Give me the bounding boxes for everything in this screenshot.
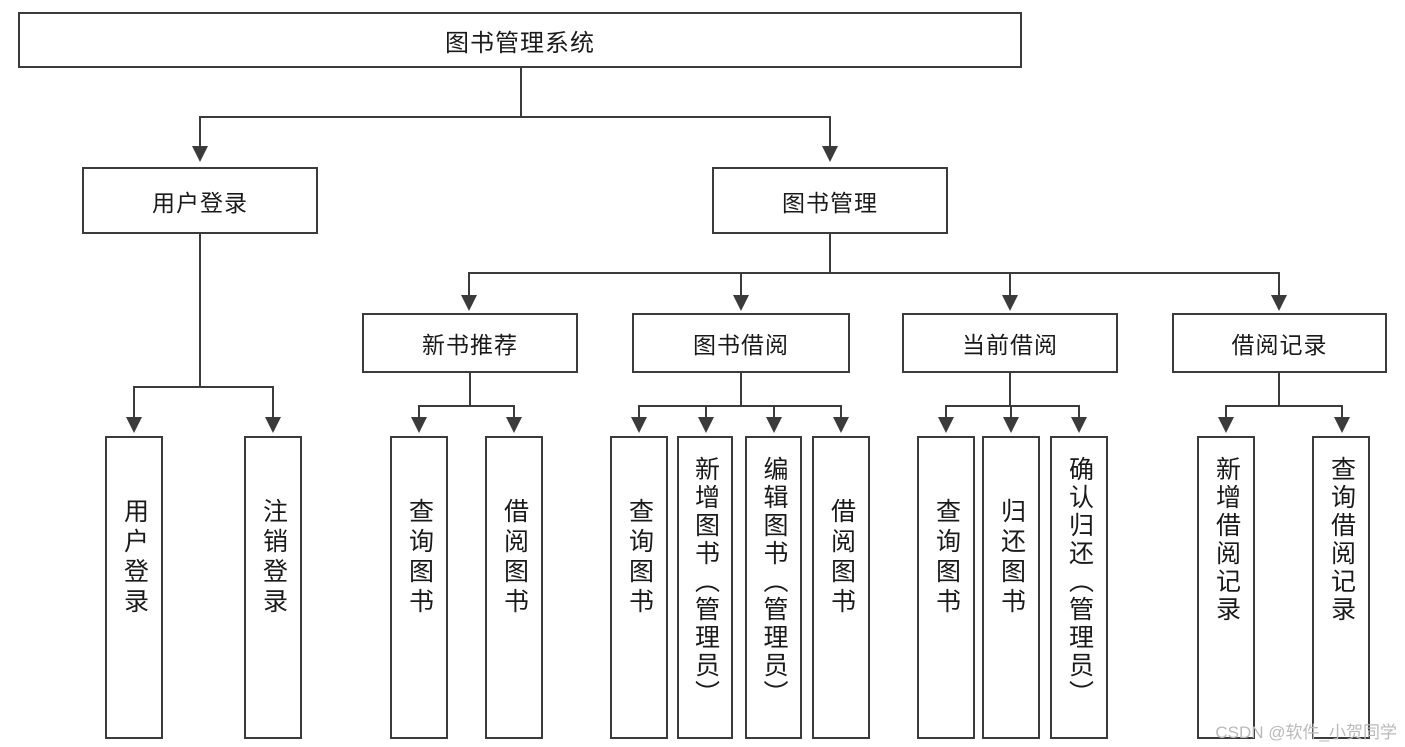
node-label: 借阅图书 bbox=[500, 498, 529, 618]
connector-drop-cb-leaf-3 bbox=[1078, 405, 1080, 419]
arrowhead-new-book bbox=[461, 295, 477, 311]
arrowhead-nb-leaf-2 bbox=[506, 417, 522, 433]
arrowhead-br-leaf-2 bbox=[1334, 417, 1350, 433]
node-label: 查询图书 bbox=[625, 498, 654, 618]
connector-drop-cb-leaf-2 bbox=[1010, 405, 1012, 419]
leaf-bb-add-book-admin[interactable]: 新增图书（管理员） bbox=[677, 436, 733, 739]
node-label: 新书推荐 bbox=[422, 332, 518, 358]
connector-drop-leaf-user-login bbox=[133, 386, 135, 419]
connector-level3-bus bbox=[468, 272, 1279, 274]
node-label: 新增借阅记录 bbox=[1212, 456, 1241, 624]
node-label: 用户登录 bbox=[152, 189, 248, 216]
leaf-logout[interactable]: 注销登录 bbox=[244, 436, 302, 739]
connector-drop-br-leaf-2 bbox=[1341, 405, 1343, 419]
arrowhead-leaf-logout bbox=[265, 417, 281, 433]
connector-user-login-bus bbox=[133, 386, 273, 388]
node-label: 归还图书 bbox=[997, 498, 1026, 618]
connector-drop-current-borrow bbox=[1009, 272, 1011, 297]
arrowhead-book-borrow bbox=[733, 295, 749, 311]
connector-drop-leaf-logout bbox=[272, 386, 274, 419]
leaf-cb-return-book[interactable]: 归还图书 bbox=[982, 436, 1040, 739]
node-label: 图书借阅 bbox=[693, 332, 789, 358]
arrowhead-leaf-user-login bbox=[126, 417, 142, 433]
leaf-bb-borrow-book[interactable]: 借阅图书 bbox=[812, 436, 870, 739]
arrowhead-user-login bbox=[192, 146, 208, 162]
connector-drop-br-leaf-1 bbox=[1225, 405, 1227, 419]
node-label: 用户登录 bbox=[120, 498, 149, 618]
node-label: 新增图书（管理员） bbox=[691, 456, 720, 708]
node-user-login[interactable]: 用户登录 bbox=[82, 167, 318, 234]
arrowhead-bb-leaf-2 bbox=[698, 417, 714, 433]
connector-drop-cb-leaf-1 bbox=[945, 405, 947, 419]
arrowhead-br-leaf-1 bbox=[1218, 417, 1234, 433]
leaf-user-login[interactable]: 用户登录 bbox=[105, 436, 163, 739]
leaf-br-add-record[interactable]: 新增借阅记录 bbox=[1197, 436, 1255, 739]
connector-book-borrow-bus bbox=[638, 405, 841, 407]
connector-drop-bb-leaf-4 bbox=[840, 405, 842, 419]
node-label: 借阅图书 bbox=[827, 498, 856, 618]
arrowhead-cb-leaf-2 bbox=[1003, 417, 1019, 433]
leaf-cb-query-book[interactable]: 查询图书 bbox=[917, 436, 975, 739]
connector-user-login-trunk bbox=[199, 234, 201, 387]
connector-drop-nb-leaf-1 bbox=[418, 405, 420, 419]
node-new-book-recommend[interactable]: 新书推荐 bbox=[362, 313, 578, 373]
node-book-borrow[interactable]: 图书借阅 bbox=[632, 313, 850, 373]
connector-drop-user-login bbox=[199, 116, 201, 148]
arrowhead-nb-leaf-1 bbox=[411, 417, 427, 433]
arrowhead-bb-leaf-4 bbox=[833, 417, 849, 433]
arrowhead-bb-leaf-1 bbox=[631, 417, 647, 433]
arrowhead-current-borrow bbox=[1002, 295, 1018, 311]
node-label: 当前借阅 bbox=[962, 332, 1058, 358]
node-borrow-record[interactable]: 借阅记录 bbox=[1172, 313, 1387, 373]
connector-current-borrow-bus bbox=[945, 405, 1079, 407]
connector-new-book-bus bbox=[418, 405, 514, 407]
arrowhead-borrow-record bbox=[1271, 295, 1287, 311]
node-label: 确认归还（管理员） bbox=[1065, 456, 1094, 708]
arrowhead-cb-leaf-3 bbox=[1071, 417, 1087, 433]
connector-drop-new-book bbox=[468, 272, 470, 297]
node-label: 查询借阅记录 bbox=[1327, 456, 1356, 624]
node-current-borrow[interactable]: 当前借阅 bbox=[902, 313, 1118, 373]
connector-borrow-record-trunk bbox=[1278, 373, 1280, 406]
connector-book-borrow-trunk bbox=[740, 373, 742, 406]
arrowhead-cb-leaf-1 bbox=[938, 417, 954, 433]
leaf-nb-query-book[interactable]: 查询图书 bbox=[390, 436, 448, 739]
node-label: 图书管理 bbox=[782, 189, 878, 216]
node-root-book-management-system[interactable]: 图书管理系统 bbox=[18, 12, 1022, 68]
connector-root-trunk bbox=[520, 68, 522, 117]
connector-drop-bb-leaf-1 bbox=[638, 405, 640, 419]
node-label: 查询图书 bbox=[932, 498, 961, 618]
node-label: 图书管理系统 bbox=[445, 29, 595, 57]
leaf-br-query-record[interactable]: 查询借阅记录 bbox=[1312, 436, 1370, 739]
connector-book-management-trunk bbox=[829, 234, 831, 273]
connector-drop-borrow-record bbox=[1278, 272, 1280, 297]
arrowhead-book-management bbox=[822, 146, 838, 162]
connector-drop-book-management bbox=[829, 116, 831, 148]
leaf-bb-edit-book-admin[interactable]: 编辑图书（管理员） bbox=[745, 436, 802, 739]
connector-drop-nb-leaf-2 bbox=[513, 405, 515, 419]
node-label: 借阅记录 bbox=[1231, 332, 1328, 358]
leaf-cb-confirm-return-admin[interactable]: 确认归还（管理员） bbox=[1050, 436, 1108, 739]
leaf-nb-borrow-book[interactable]: 借阅图书 bbox=[485, 436, 543, 739]
connector-borrow-record-bus bbox=[1225, 405, 1342, 407]
connector-current-borrow-trunk bbox=[1009, 373, 1011, 406]
connector-drop-bb-leaf-2 bbox=[705, 405, 707, 419]
node-label: 查询图书 bbox=[405, 498, 434, 618]
arrowhead-bb-leaf-3 bbox=[766, 417, 782, 433]
connector-drop-book-borrow bbox=[740, 272, 742, 297]
connector-level2-bus bbox=[199, 116, 831, 118]
node-label: 注销登录 bbox=[259, 498, 288, 618]
node-label: 编辑图书（管理员） bbox=[760, 456, 788, 708]
node-book-management[interactable]: 图书管理 bbox=[712, 167, 948, 234]
connector-new-book-trunk bbox=[469, 373, 471, 406]
leaf-bb-query-book[interactable]: 查询图书 bbox=[610, 436, 668, 739]
connector-drop-bb-leaf-3 bbox=[773, 405, 775, 419]
